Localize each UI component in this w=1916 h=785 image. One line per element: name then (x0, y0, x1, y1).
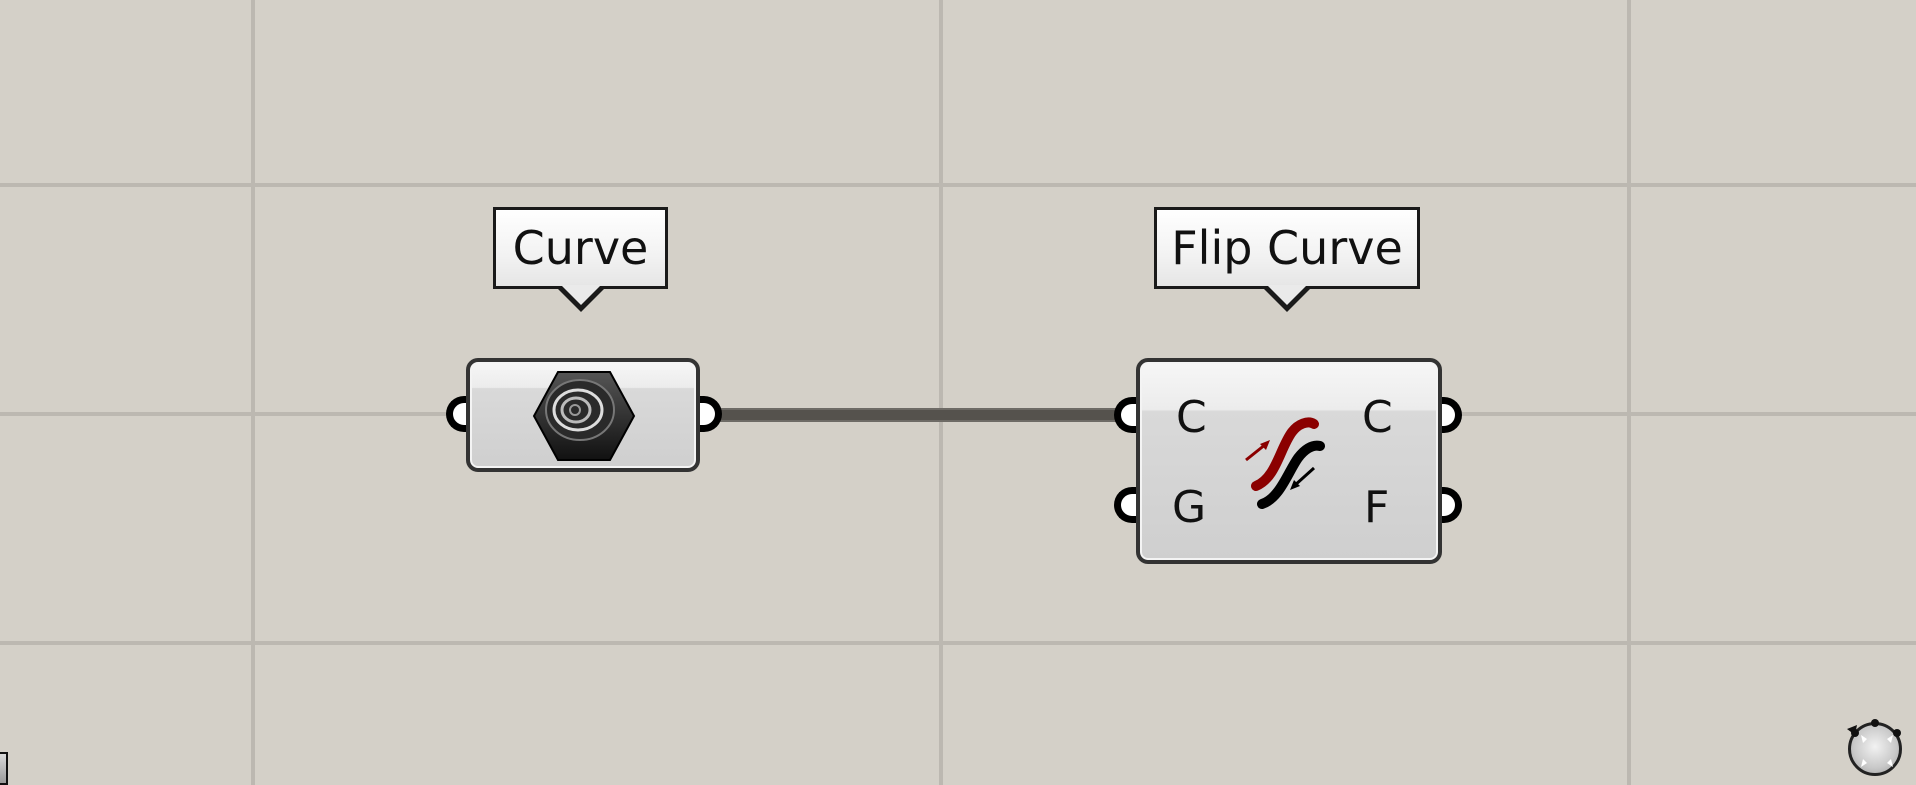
output-label-f: F (1364, 482, 1390, 533)
tag-pointer (556, 285, 605, 312)
grid-line-vertical (251, 0, 255, 785)
canvas-navigation-icon[interactable] (1847, 719, 1902, 776)
flip-input-grip-g[interactable] (1114, 487, 1140, 523)
canvas-edge-handle[interactable] (0, 752, 8, 785)
grid-line-vertical (1627, 0, 1631, 785)
curve-name-tag: Curve (493, 207, 668, 312)
output-label-c: C (1362, 392, 1393, 443)
flip-curve-icon (1245, 417, 1325, 509)
flip-curve-tag-label: Flip Curve (1171, 221, 1403, 275)
grid-line-vertical (939, 0, 943, 785)
input-label-g: G (1172, 482, 1207, 533)
connection-wire[interactable] (700, 408, 1130, 422)
curve-output-grip[interactable] (696, 396, 722, 432)
curve-param-node[interactable] (466, 358, 700, 472)
grid-line-horizontal (0, 183, 1916, 187)
curve-tag-label: Curve (512, 221, 649, 275)
navigation-handles-icon (1847, 719, 1901, 767)
flip-curve-component[interactable]: C G C F (1136, 358, 1442, 564)
flip-curve-name-tag: Flip Curve (1154, 207, 1420, 312)
flip-input-grip-c[interactable] (1114, 397, 1140, 433)
curve-param-icon (532, 371, 636, 461)
tag-pointer (1263, 285, 1311, 312)
grid-line-horizontal (0, 641, 1916, 645)
input-label-c: C (1176, 392, 1207, 443)
